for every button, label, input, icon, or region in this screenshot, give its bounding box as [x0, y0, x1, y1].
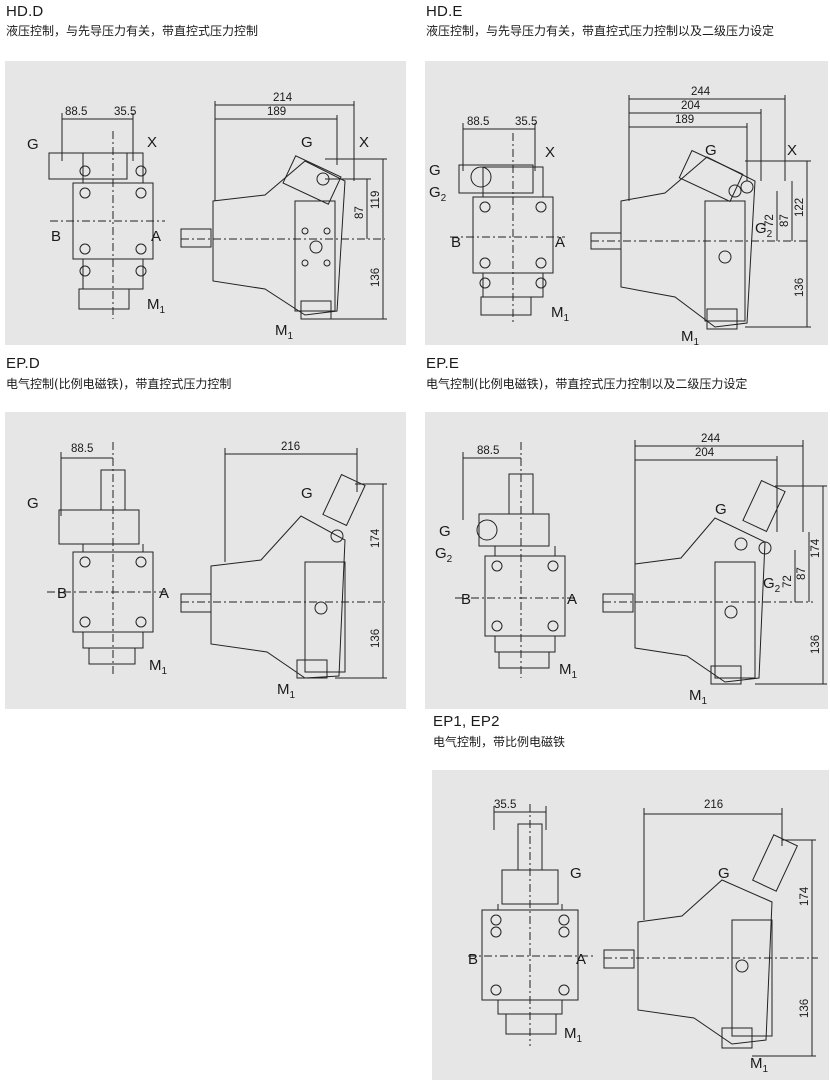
dim-244: 244 — [701, 433, 721, 445]
side-port-g2-label: G2 — [763, 575, 781, 595]
ep1-ep2-drawing: 35.5 216 174 136 G B A M1 G M1 — [468, 799, 818, 1075]
ep-e-drawing: 88.5 244 204 72 87 174 136 G G2 B A M1 G… — [435, 433, 827, 707]
dim-35-5: 35.5 — [494, 799, 516, 811]
dim-174: 174 — [810, 538, 822, 558]
side-port-g-label: G — [715, 501, 727, 518]
dim-136: 136 — [370, 629, 382, 648]
port-a-label: A — [159, 585, 169, 602]
port-a-label: A — [555, 234, 565, 251]
port-g2-label: G2 — [435, 545, 453, 565]
port-a-label: A — [567, 591, 577, 608]
section-desc-ep-e: 电气控制(比例电磁铁)，带直控式压力控制以及二级压力设定 — [426, 377, 748, 391]
port-g-label: G — [27, 495, 39, 512]
diagram-panel-ep-d: 88.5 216 174 136 G B A M1 G M1 — [5, 412, 406, 709]
dim-244: 244 — [691, 86, 711, 98]
hd-d-drawing: 88.5 35.5 214 189 87 119 136 G X B A M1 … — [27, 92, 387, 342]
dim-72: 72 — [782, 575, 794, 588]
side-port-g2-label: G2 — [755, 220, 773, 240]
section-title-ep-d: EP.D — [6, 355, 40, 372]
section-title-hd-e: HD.E — [426, 3, 463, 20]
port-b-label: B — [468, 951, 478, 968]
dim-122: 122 — [794, 198, 806, 217]
port-g-label: G — [439, 523, 451, 540]
dim-88-5: 88.5 — [467, 116, 489, 128]
port-g2-label: G2 — [429, 184, 447, 204]
port-m1-label: M1 — [559, 661, 578, 681]
section-desc-hd-e: 液压控制，与先导压力有关，带直控式压力控制以及二级压力设定 — [426, 24, 775, 38]
side-port-g-label: G — [718, 865, 730, 882]
ep-d-drawing: 88.5 216 174 136 G B A M1 G M1 — [27, 441, 387, 701]
port-g-label: G — [570, 865, 582, 882]
dim-216: 216 — [704, 799, 723, 811]
side-port-m1-label: M1 — [277, 681, 296, 701]
section-desc-hd-d: 液压控制，与先导压力有关，带直控式压力控制 — [6, 24, 259, 38]
dim-174: 174 — [799, 886, 811, 906]
side-port-m1-label: M1 — [750, 1055, 769, 1075]
port-m1-label: M1 — [564, 1025, 583, 1045]
dim-87: 87 — [354, 206, 366, 219]
port-b-label: B — [57, 585, 67, 602]
side-port-m1-label: M1 — [689, 687, 708, 707]
dim-87: 87 — [779, 214, 791, 227]
side-port-m1-label: M1 — [681, 328, 700, 345]
port-m1-label: M1 — [149, 657, 168, 677]
port-x-label: X — [545, 144, 555, 161]
port-b-label: B — [451, 234, 461, 251]
diagram-panel-hd-e: 88.5 35.5 244 204 189 72 87 122 136 G G2… — [425, 61, 828, 345]
dim-214: 214 — [273, 92, 293, 104]
dim-35-5: 35.5 — [114, 106, 136, 118]
port-a-label: A — [151, 228, 161, 245]
dim-72: 72 — [764, 214, 776, 227]
diagram-panel-ep-e: 88.5 244 204 72 87 174 136 G G2 B A M1 G… — [425, 412, 828, 709]
side-port-x-label: X — [359, 134, 369, 151]
side-port-x-label: X — [787, 142, 797, 159]
dim-88-5: 88.5 — [65, 106, 87, 118]
port-b-label: B — [51, 228, 61, 245]
dim-88-5: 88.5 — [477, 445, 499, 457]
dim-136: 136 — [799, 999, 811, 1018]
dim-204: 204 — [695, 447, 715, 459]
dim-136: 136 — [370, 268, 382, 287]
dim-216: 216 — [281, 441, 300, 453]
section-desc-ep-d: 电气控制(比例电磁铁)，带直控式压力控制 — [6, 377, 232, 391]
port-g-label: G — [429, 162, 441, 179]
hd-e-drawing: 88.5 35.5 244 204 189 72 87 122 136 G G2… — [429, 86, 811, 345]
dim-35-5: 35.5 — [515, 116, 537, 128]
port-g-label: G — [27, 136, 39, 153]
section-title-hd-d: HD.D — [6, 3, 44, 20]
section-title-ep1-ep2: EP1, EP2 — [433, 713, 500, 730]
dim-119: 119 — [370, 191, 382, 209]
dim-189: 189 — [675, 114, 694, 126]
dim-87: 87 — [796, 567, 808, 580]
port-b-label: B — [461, 591, 471, 608]
dim-174: 174 — [370, 528, 382, 548]
dim-136: 136 — [794, 278, 806, 297]
side-port-g-label: G — [705, 142, 717, 159]
port-x-label: X — [147, 134, 157, 151]
dim-189: 189 — [267, 106, 286, 118]
dim-88-5: 88.5 — [71, 443, 93, 455]
port-a-label: A — [576, 951, 586, 968]
diagram-panel-hd-d: 88.5 35.5 214 189 87 119 136 G X B A M1 … — [5, 61, 406, 345]
dim-136: 136 — [810, 635, 822, 654]
section-title-ep-e: EP.E — [426, 355, 460, 372]
diagram-panel-ep1-ep2: 35.5 216 174 136 G B A M1 G M1 — [432, 770, 829, 1080]
port-m1-label: M1 — [551, 304, 570, 324]
side-port-m1-label: M1 — [275, 322, 294, 342]
dim-204: 204 — [681, 100, 701, 112]
side-port-g-label: G — [301, 485, 313, 502]
section-desc-ep1-ep2: 电气控制，带比例电磁铁 — [433, 735, 566, 749]
side-port-g-label: G — [301, 134, 313, 151]
port-m1-label: M1 — [147, 296, 166, 316]
